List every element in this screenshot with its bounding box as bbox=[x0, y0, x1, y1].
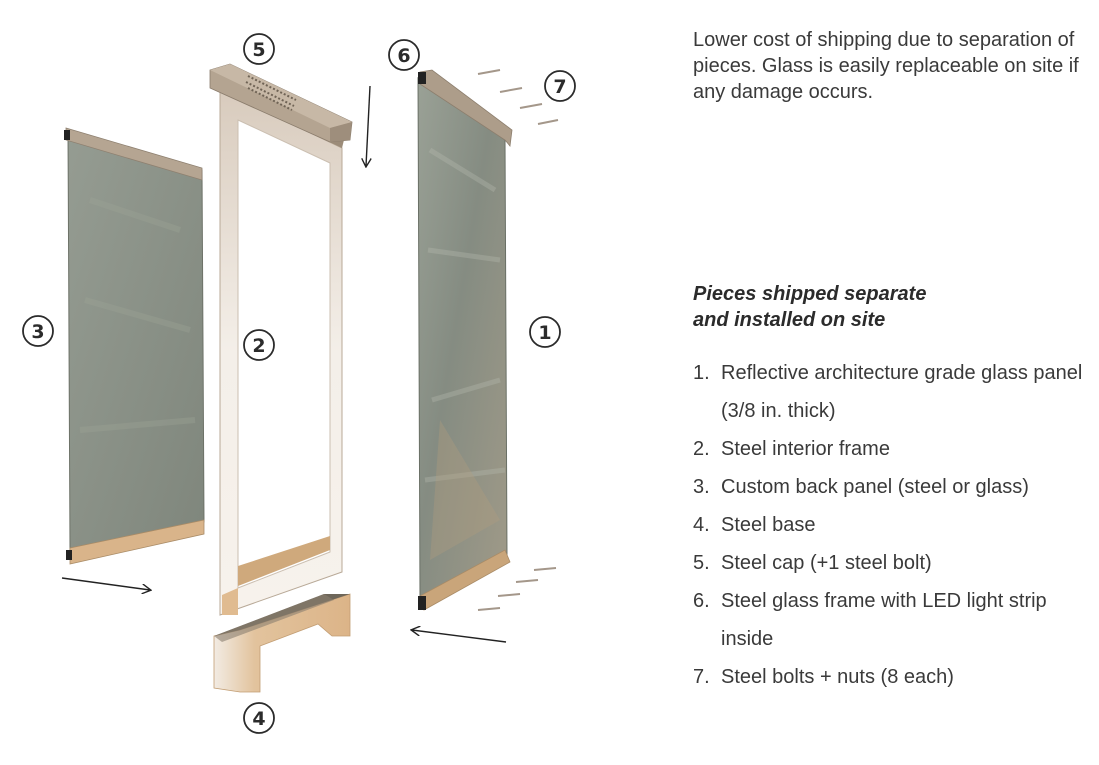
callout-7: 7 bbox=[544, 70, 576, 102]
exploded-assembly-diagram: 1 2 3 4 5 6 7 bbox=[22, 33, 576, 734]
list-item: 2. Steel interior frame bbox=[693, 430, 1088, 468]
arrow-glass-panel bbox=[412, 630, 507, 643]
interior-frame bbox=[219, 86, 344, 616]
vent-grille bbox=[245, 75, 297, 111]
callout-1: 1 bbox=[529, 316, 561, 348]
svg-text:2: 2 bbox=[252, 335, 265, 357]
list-item: 7. Steel bolts + nuts (8 each) bbox=[693, 658, 1088, 696]
steel-cap bbox=[209, 63, 353, 143]
list-item-number: 5. bbox=[693, 552, 710, 574]
list-item-number: 1. bbox=[693, 362, 710, 384]
svg-text:4: 4 bbox=[252, 708, 265, 730]
callout-5: 5 bbox=[243, 33, 275, 65]
list-item: 3. Custom back panel (steel or glass) bbox=[693, 468, 1088, 506]
glass-panel bbox=[417, 77, 508, 601]
callout-2: 2 bbox=[243, 329, 275, 361]
list-item-text: Custom back panel (steel or glass) bbox=[721, 476, 1029, 498]
parts-subtitle-line2: and installed on site bbox=[693, 309, 886, 331]
list-item-text: Reflective architecture grade glass pane… bbox=[721, 362, 1083, 422]
back-panel bbox=[64, 127, 205, 565]
list-item-number: 4. bbox=[693, 514, 710, 536]
parts-subtitle-line1: Pieces shipped separate bbox=[693, 283, 927, 305]
list-item-text: Steel base bbox=[721, 514, 816, 536]
list-item: 4. Steel base bbox=[693, 506, 1088, 544]
parts-subtitle: Pieces shipped separate and installed on… bbox=[693, 281, 1073, 333]
list-item-text: Steel glass frame with LED light strip i… bbox=[721, 590, 1047, 650]
bolts-top bbox=[477, 69, 559, 125]
steel-glass-frame bbox=[418, 69, 513, 611]
list-item-text: Steel cap (+1 steel bolt) bbox=[721, 552, 932, 574]
list-item-number: 3. bbox=[693, 476, 710, 498]
list-item: 1. Reflective architecture grade glass pa… bbox=[693, 354, 1088, 430]
parts-list: 1. Reflective architecture grade glass pa… bbox=[693, 354, 1088, 696]
svg-text:5: 5 bbox=[252, 39, 265, 61]
arrow-cap bbox=[366, 85, 370, 166]
list-item-number: 6. bbox=[693, 590, 710, 612]
list-item-text: Steel bolts + nuts (8 each) bbox=[721, 666, 954, 688]
callout-3: 3 bbox=[22, 315, 54, 347]
list-item-text: Steel interior frame bbox=[721, 438, 890, 460]
list-item-number: 2. bbox=[693, 438, 710, 460]
list-item-number: 7. bbox=[693, 666, 710, 688]
svg-text:3: 3 bbox=[31, 321, 44, 343]
svg-text:1: 1 bbox=[538, 322, 551, 344]
callout-4: 4 bbox=[243, 702, 275, 734]
steel-base bbox=[213, 593, 351, 693]
arrow-back-panel bbox=[61, 577, 150, 590]
svg-text:6: 6 bbox=[397, 45, 410, 67]
list-item: 5. Steel cap (+1 steel bolt) bbox=[693, 544, 1088, 582]
bolts-bottom bbox=[477, 567, 557, 611]
intro-text: Lower cost of shipping due to separation… bbox=[693, 29, 1079, 103]
svg-text:7: 7 bbox=[553, 76, 566, 98]
callout-6: 6 bbox=[388, 39, 420, 71]
list-item: 6. Steel glass frame with LED light strip… bbox=[693, 582, 1088, 658]
